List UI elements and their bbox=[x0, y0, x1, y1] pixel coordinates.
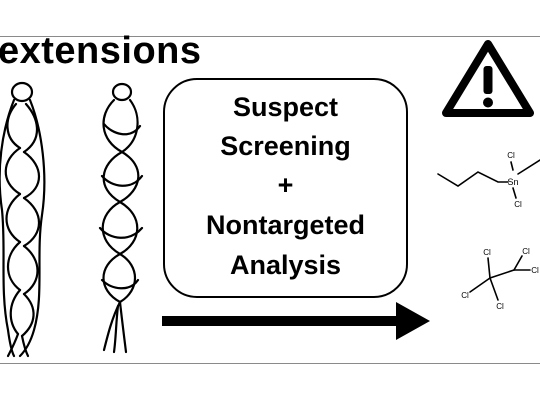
molecule-bottom-cl-4: Cl bbox=[461, 291, 469, 300]
process-line-nontargeted: Nontargeted bbox=[205, 210, 365, 240]
process-line-suspect: Suspect bbox=[232, 92, 339, 122]
title-text: extensions bbox=[0, 30, 202, 72]
process-box: Suspect Screening + Nontargeted Analysis bbox=[163, 78, 408, 298]
molecule-top-cl-2: Cl bbox=[514, 200, 522, 209]
frame-bottom-border bbox=[0, 363, 540, 364]
process-line-screening: Screening bbox=[220, 131, 351, 161]
molecule-top-cl-1: Cl bbox=[507, 151, 515, 160]
molecule-bottom-cl-1: Cl bbox=[483, 248, 491, 257]
molecule-bottom-cl-3: Cl bbox=[531, 266, 539, 275]
frame-top-border bbox=[0, 36, 540, 37]
molecule-bottom-cl-5: Cl bbox=[496, 302, 504, 311]
molecule-bottom-cl-2: Cl bbox=[522, 247, 530, 256]
process-plus-sign: + bbox=[277, 170, 294, 200]
molecule-top-sn-atom: Sn bbox=[507, 177, 518, 187]
process-line-analysis: Analysis bbox=[229, 250, 342, 280]
